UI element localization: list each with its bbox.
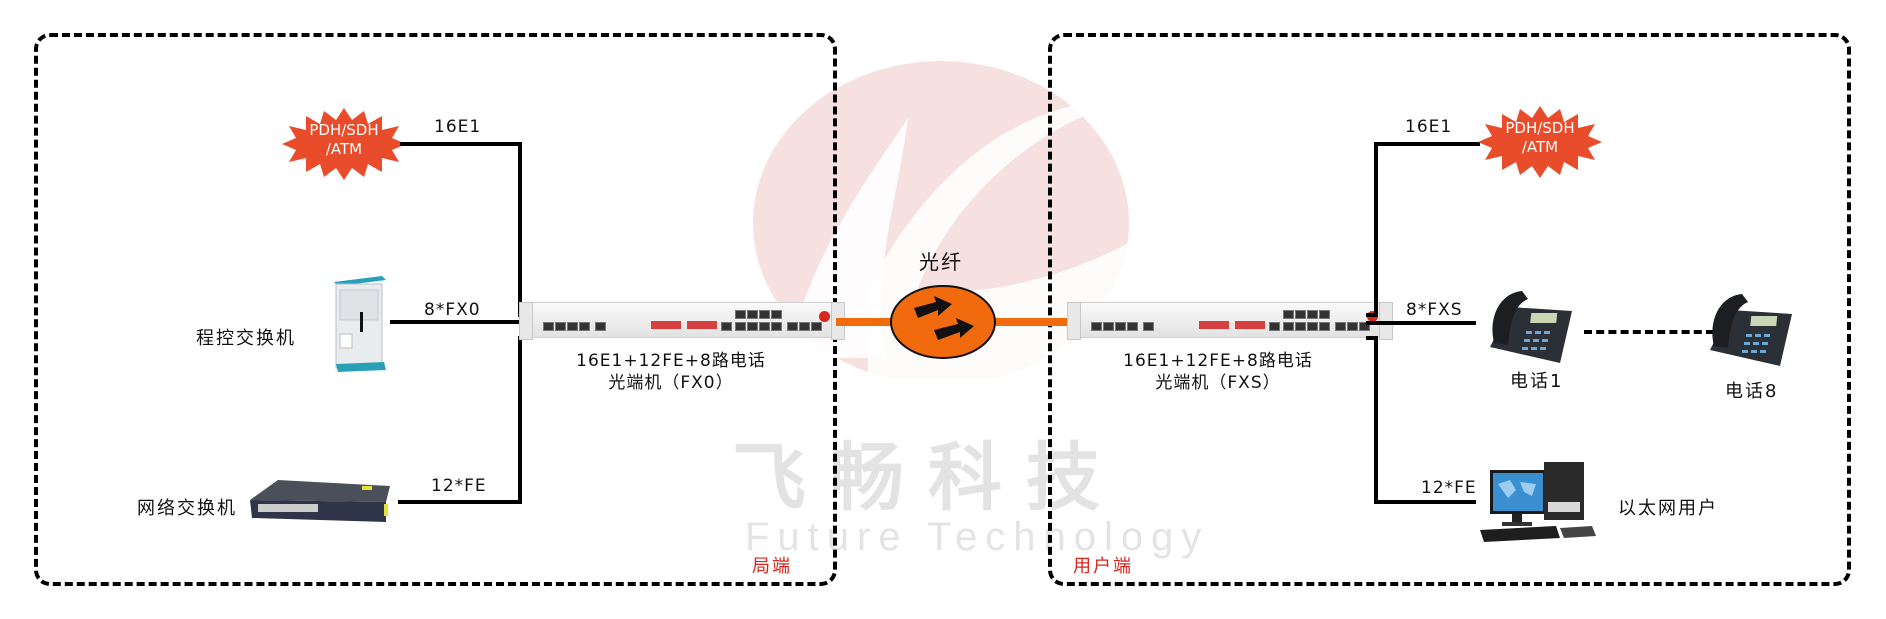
fe-link-left (398, 500, 522, 504)
pdh-cloud-right-line2: /ATM (1521, 138, 1559, 156)
central-office-label: 局端 (752, 556, 792, 577)
fxs-link-label: 8*FXS (1406, 300, 1463, 320)
pbx-cabinet-icon (334, 276, 386, 372)
phone-extension-dashed-link (1584, 330, 1714, 334)
trunk-stub-right-upper (1366, 313, 1376, 317)
fe-link-right (1374, 500, 1476, 504)
fiber-label: 光纤 (919, 250, 963, 274)
phone-8-icon (1710, 294, 1792, 366)
optical-terminal-fxs (1067, 302, 1393, 340)
trunk-line-lower-right (1374, 336, 1378, 504)
user-side-label: 用户端 (1073, 556, 1133, 577)
pbx-label: 程控交换机 (196, 328, 296, 349)
ethernet-user-label: 以太网用户 (1618, 498, 1718, 519)
e1-link-label-left: 16E1 (434, 117, 482, 137)
fxs-link (1366, 321, 1476, 325)
watermark-en: Future Technology (745, 515, 1210, 559)
phone-1-icon (1490, 291, 1572, 363)
trunk-line-upper-left (518, 142, 522, 317)
e1-link-left (400, 142, 522, 146)
pdh-cloud-right-line1: PDH/SDH (1505, 119, 1575, 137)
pdh-cloud-line1: PDH/SDH (309, 121, 379, 139)
fiber-exchange-icon (890, 285, 996, 359)
e1-link-label-right: 16E1 (1405, 117, 1453, 137)
network-switch-icon (250, 480, 390, 522)
switch-label: 网络交换机 (137, 498, 237, 519)
device-label-fxs-line2: 光端机（FXS） (1155, 373, 1281, 393)
trunk-line-upper-right (1374, 142, 1378, 317)
e1-link-right (1374, 142, 1480, 146)
phone-8-label: 电话8 (1725, 381, 1779, 402)
watermark-cn: 飞畅科技 (732, 435, 1124, 521)
device-label-fxo-line2: 光端机（FX0） (608, 373, 734, 393)
fe-link-label-right: 12*FE (1421, 478, 1477, 498)
desktop-computer-icon (1480, 462, 1596, 542)
pdh-cloud-line2: /ATM (325, 140, 363, 158)
fxo-link (390, 320, 524, 324)
phone-1-label: 电话1 (1510, 371, 1564, 392)
fxo-link-label: 8*FX0 (424, 300, 481, 320)
pdh-sdh-atm-starburst-icon-right (1478, 106, 1602, 178)
device-label-fxs-line1: 16E1+12FE+8路电话 (1123, 351, 1313, 371)
trunk-stub-right-lower (1366, 336, 1376, 340)
pdh-sdh-atm-starburst-icon (282, 108, 406, 180)
trunk-line-lower-left (518, 336, 522, 504)
user-side-region (1048, 33, 1851, 586)
device-label-fxo-line1: 16E1+12FE+8路电话 (576, 351, 766, 371)
fe-link-label-left: 12*FE (431, 476, 487, 496)
optical-terminal-fxo (519, 302, 845, 340)
